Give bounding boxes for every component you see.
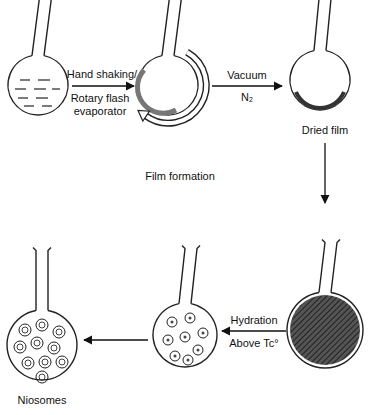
method-label: Rotary flash evaporator	[66, 92, 134, 118]
step-label: Vacuum	[227, 69, 267, 82]
round-flask	[153, 246, 217, 367]
dried-film	[296, 92, 344, 108]
round-flask	[8, 0, 68, 115]
hydration-fluid	[290, 295, 360, 365]
step-label: N₂	[241, 91, 253, 104]
method-label: Hand shaking/	[67, 68, 137, 81]
lipid-film	[137, 70, 176, 113]
condition-label: Above Tc°	[229, 337, 278, 350]
round-flask	[7, 248, 77, 380]
liquid-dashes	[15, 80, 60, 106]
step-label: Film formation	[145, 170, 215, 183]
round-flask	[290, 0, 350, 110]
product-label: Niosomes	[18, 394, 67, 407]
rotation-arrow	[138, 52, 206, 123]
vesicles	[14, 313, 208, 383]
step-arrow	[72, 86, 325, 340]
step-label: Hydration	[230, 314, 277, 327]
round-flask	[287, 239, 363, 368]
step-label: Dried film	[302, 124, 348, 137]
